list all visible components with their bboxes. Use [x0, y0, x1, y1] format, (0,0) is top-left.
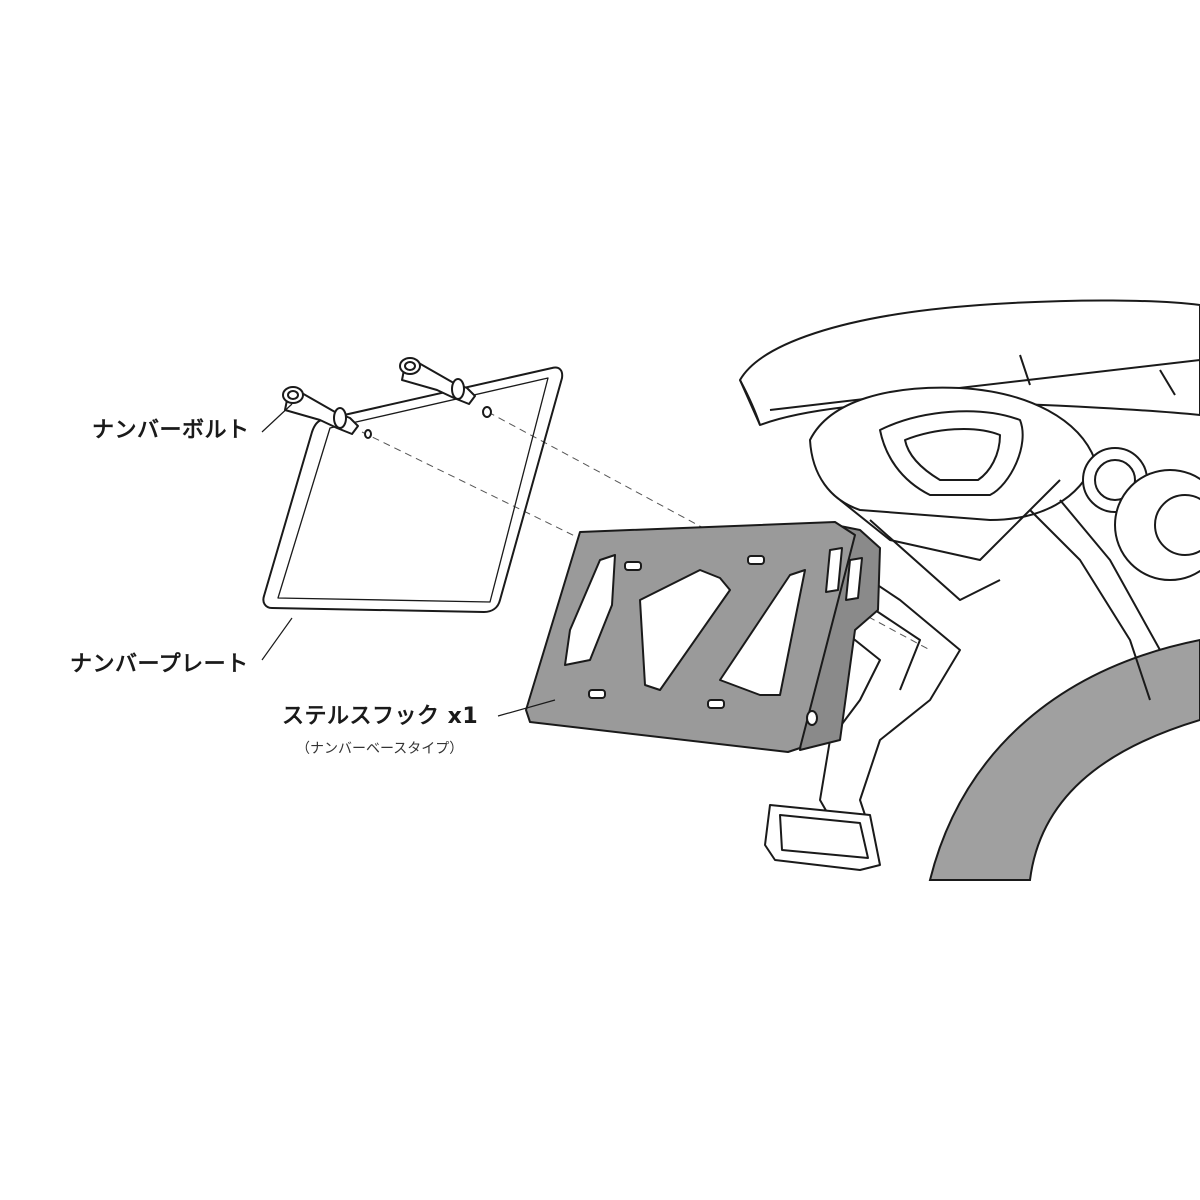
stealth-hook-bracket: [525, 521, 881, 753]
leader-hook: [497, 699, 556, 717]
bolt-label: ナンバーボルト: [92, 418, 250, 443]
bolt-left: [282, 386, 372, 439]
alignment-lines: [361, 411, 931, 651]
leader-lines: [261, 403, 556, 717]
leader-plate: [261, 617, 293, 661]
plate-label: ナンバープレート: [70, 652, 249, 677]
leader-bolt: [261, 403, 293, 433]
hook-sublabel: （ナンバーベースタイプ）: [296, 741, 464, 757]
bolt-right: [399, 357, 492, 418]
rear-tire: [928, 638, 1200, 881]
number-plate: [262, 366, 564, 613]
hook-label: ステルスフック x1: [282, 704, 479, 729]
